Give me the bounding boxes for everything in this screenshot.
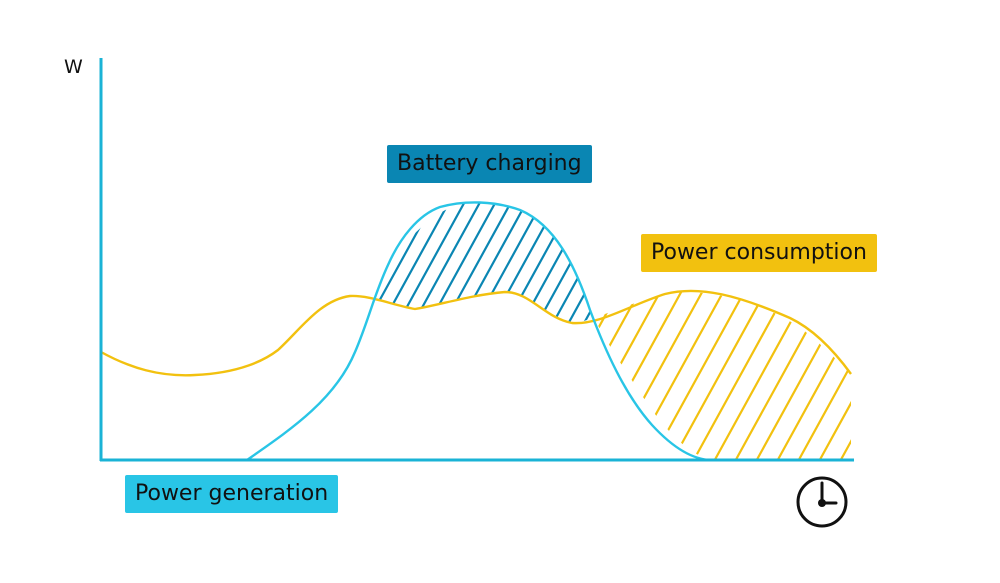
power-generation-curve: [246, 201, 713, 462]
hatch-line: [483, 285, 580, 462]
hatch-line: [594, 292, 602, 460]
hatch-line: [712, 292, 812, 460]
hatch-line: [817, 292, 851, 460]
hatch-line: [374, 201, 423, 324]
hatch-line: [754, 292, 851, 460]
hatch-line: [563, 201, 594, 324]
power-consumption-label: Power consumption: [641, 234, 877, 272]
hatch-line: [486, 201, 563, 324]
power-generation-label: Power generation: [125, 475, 339, 513]
hatch-line: [649, 292, 749, 460]
hatch-line: [374, 201, 392, 324]
hatch-line: [548, 201, 594, 324]
hatch-line: [501, 201, 578, 324]
hatch-line: [286, 195, 360, 330]
hatch-line: [594, 292, 686, 460]
hatch-line: [424, 201, 501, 324]
hatch-line: [374, 201, 377, 324]
hatch-line: [670, 292, 770, 460]
power-consumption-surplus-area: [483, 285, 958, 462]
hatch-line: [796, 292, 851, 460]
hatch-line: [628, 292, 728, 460]
hatch-line: [455, 201, 532, 324]
hatch-line: [838, 292, 851, 460]
hatch-line: [408, 201, 485, 324]
hatch-line: [374, 201, 408, 324]
hatch-line: [775, 292, 851, 460]
battery-charging-area: [286, 195, 594, 330]
power-consumption-curve: [100, 289, 852, 377]
battery-charging-label: Battery charging: [387, 145, 592, 183]
hatch-line: [393, 201, 470, 324]
y-axis-label: W: [64, 56, 83, 78]
hatch-line: [470, 201, 547, 324]
hatch-line: [594, 292, 665, 460]
clock-icon: [796, 476, 848, 528]
hatch-line: [439, 201, 516, 324]
hatch-line: [691, 292, 791, 460]
hatch-line: [594, 292, 623, 460]
hatch-line: [861, 285, 958, 462]
hatch-line: [733, 292, 833, 460]
